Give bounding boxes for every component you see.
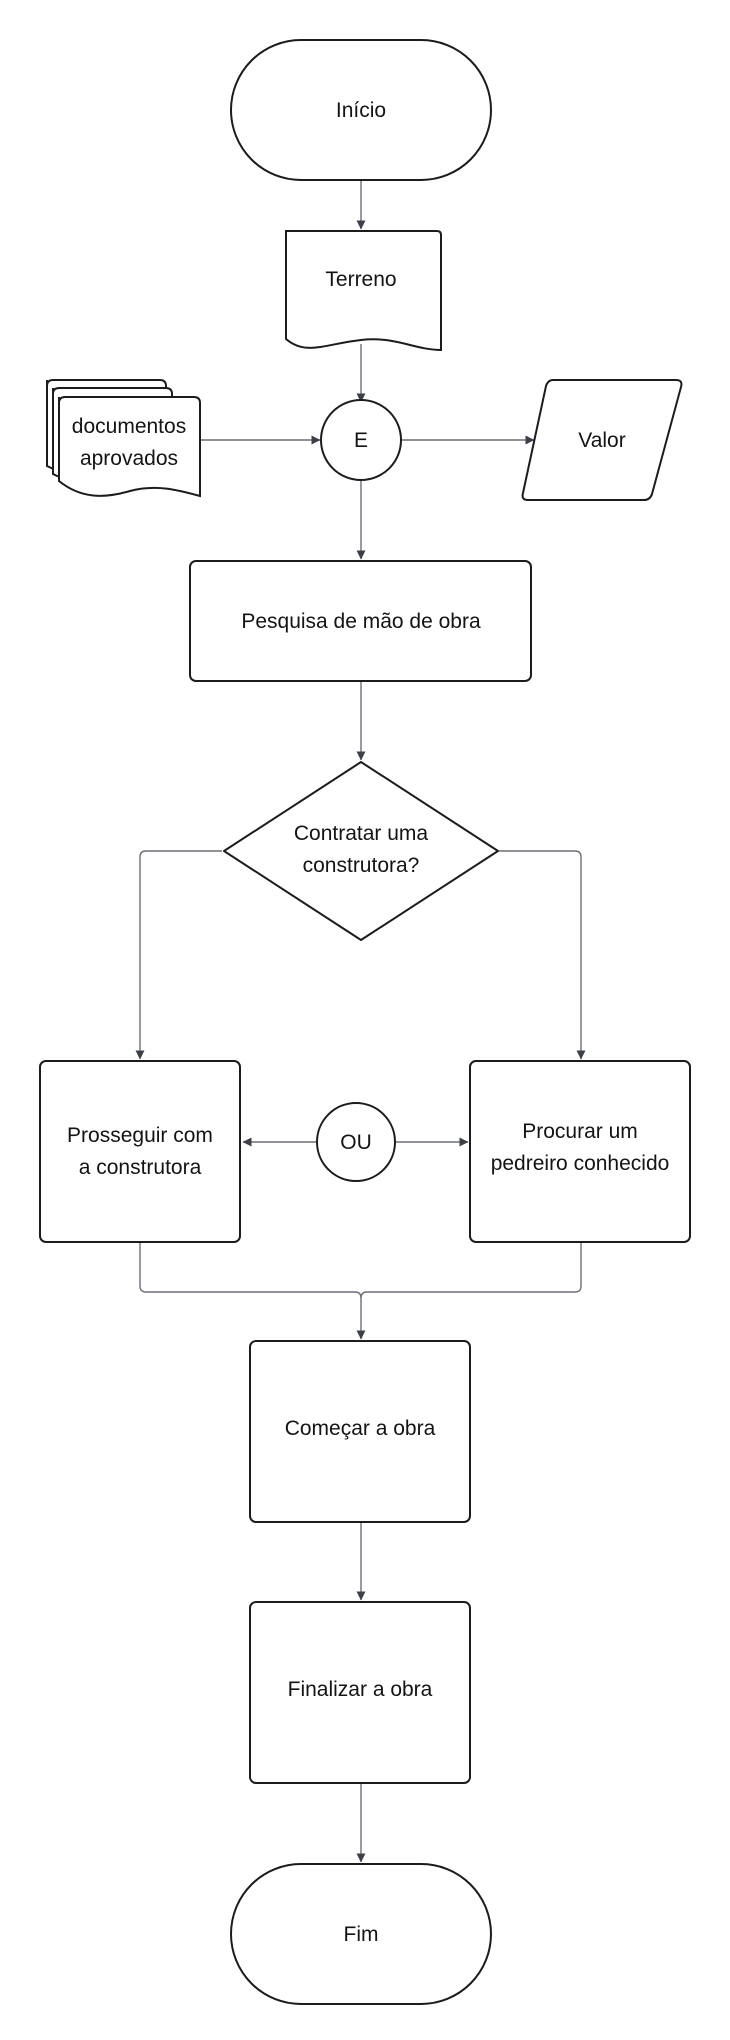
node-valor: Valor: [521, 379, 683, 501]
ou-label: OU: [340, 1131, 372, 1154]
valor-label-line-1: Valor: [578, 429, 625, 452]
e-label: E: [354, 429, 368, 452]
edge-prosseguir-comecar: [139, 1242, 366, 1340]
fim-label: Fim: [344, 1923, 379, 1946]
contratar-label-line-2: construtora?: [303, 854, 420, 877]
pesquisa-label-line-1: Pesquisa de mão de obra: [241, 610, 481, 633]
inicio-label-line-1: Início: [336, 99, 386, 122]
node-terreno: Terreno: [285, 230, 442, 352]
documentos-label-line-1: documentos: [72, 415, 186, 438]
documentos-label: documentos aprovados: [72, 415, 186, 470]
node-ou: OU: [316, 1102, 396, 1182]
terreno-label-line-1: Terreno: [325, 268, 396, 291]
contratar-label-line-1: Contratar uma: [294, 822, 429, 845]
node-prosseguir: Prosseguir com a construtora: [39, 1060, 241, 1243]
node-documentos: documentos aprovados: [46, 379, 201, 498]
edge-contratar-prosseguir: [135, 850, 222, 1060]
connectors: [135, 180, 586, 1863]
procurar-label-line-1: Procurar um: [522, 1120, 638, 1143]
comecar-label-line-1: Começar a obra: [285, 1417, 436, 1440]
procurar-label: Procurar um pedreiro conhecido: [491, 1120, 670, 1175]
edge-contratar-procurar: [499, 850, 586, 1060]
node-procurar: Procurar um pedreiro conhecido: [469, 1060, 691, 1243]
documentos-label-line-2: aprovados: [80, 447, 178, 470]
node-e: E: [320, 399, 402, 481]
node-contratar: Contratar uma construtora?: [223, 761, 499, 941]
node-comecar: Começar a obra: [249, 1340, 471, 1523]
inicio-label: Início: [336, 99, 386, 122]
node-inicio: Início: [230, 39, 492, 181]
ou-label-line-1: OU: [340, 1131, 372, 1154]
prosseguir-label-line-2: a construtora: [79, 1156, 202, 1179]
edge-procurar-comecar: [360, 1242, 582, 1299]
contratar-label: Contratar uma construtora?: [294, 822, 429, 877]
procurar-label-line-2: pedreiro conhecido: [491, 1152, 670, 1175]
finalizar-label-line-1: Finalizar a obra: [288, 1678, 433, 1701]
pesquisa-label: Pesquisa de mão de obra: [241, 610, 481, 633]
prosseguir-label: Prosseguir com a construtora: [67, 1124, 213, 1179]
terreno-label: Terreno: [325, 268, 396, 291]
e-label-line-1: E: [354, 429, 368, 452]
comecar-label: Começar a obra: [285, 1417, 436, 1440]
prosseguir-label-line-1: Prosseguir com: [67, 1124, 213, 1147]
node-finalizar: Finalizar a obra: [249, 1601, 471, 1784]
finalizar-label: Finalizar a obra: [288, 1678, 433, 1701]
valor-label: Valor: [578, 429, 625, 452]
node-pesquisa: Pesquisa de mão de obra: [189, 560, 532, 682]
fim-label-line-1: Fim: [344, 1923, 379, 1946]
node-fim: Fim: [230, 1863, 492, 2005]
